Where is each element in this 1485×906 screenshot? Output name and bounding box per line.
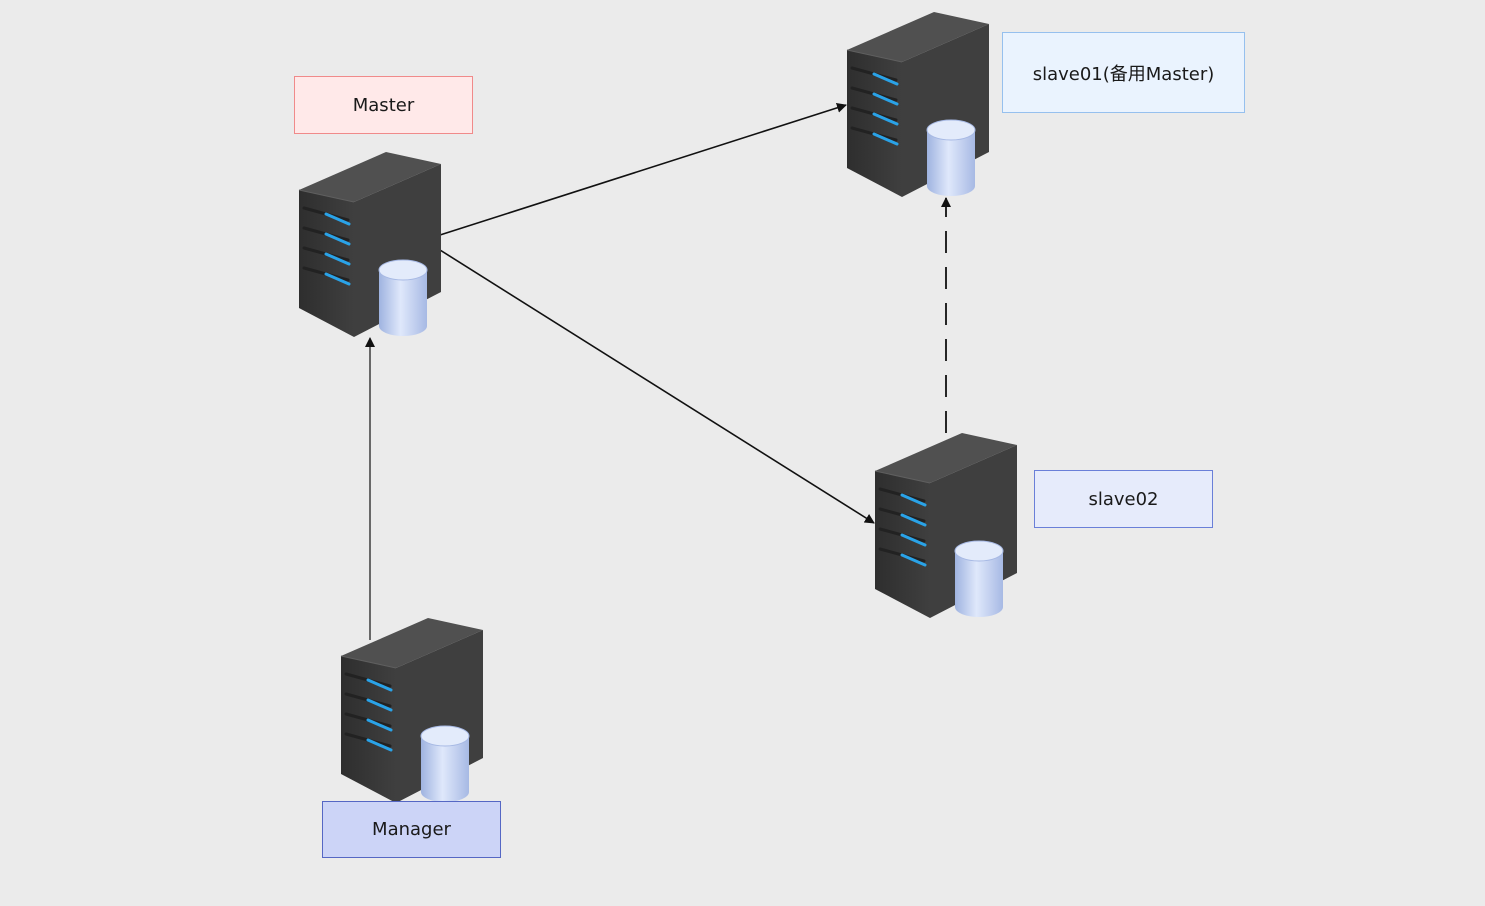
master-label[interactable]: Master: [294, 76, 473, 134]
slave02-label[interactable]: slave02: [1034, 470, 1213, 528]
database-icon: [378, 259, 428, 336]
slave01-label[interactable]: slave01(备用Master): [1002, 32, 1245, 113]
database-icon: [954, 540, 1004, 617]
database-icon: [926, 119, 976, 196]
manager-label[interactable]: Manager: [322, 801, 501, 858]
edge-master-to-slave02: [439, 249, 875, 524]
edge-master-to-slave01: [439, 102, 847, 236]
slave02-server-icon: [874, 433, 1017, 618]
master-server-icon: [298, 152, 441, 337]
manager-server-icon: [340, 618, 483, 803]
slave01-server-icon: [846, 12, 989, 197]
database-icon: [420, 725, 470, 802]
